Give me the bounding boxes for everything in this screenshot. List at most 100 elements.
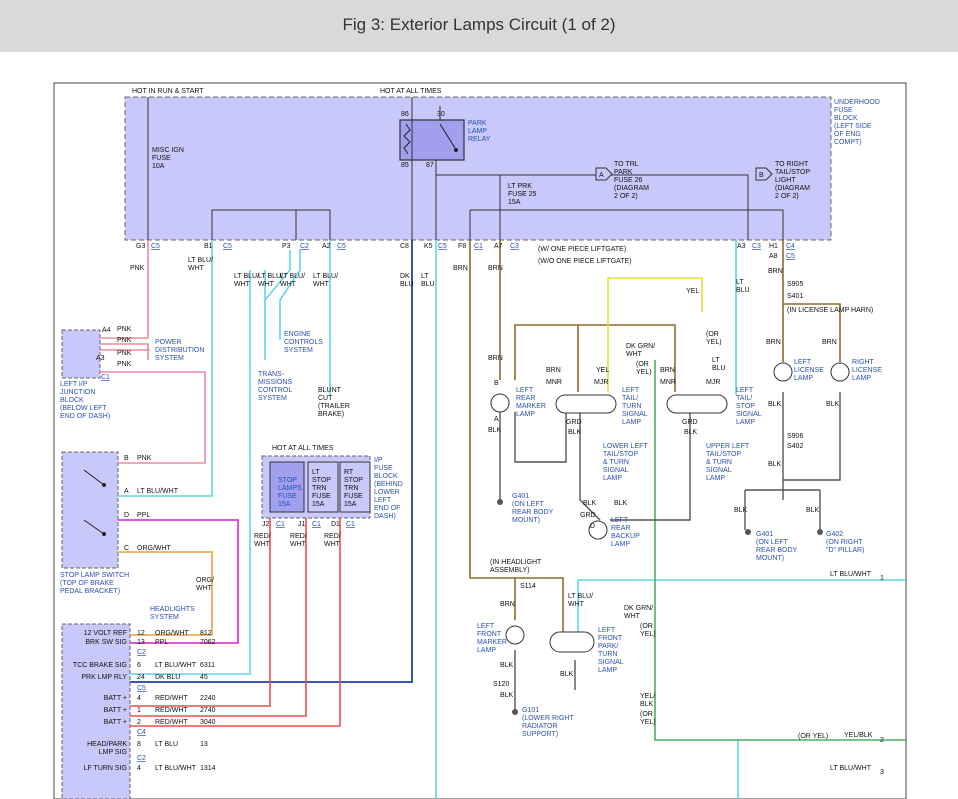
label-power-distribution: DISTRIBUTION xyxy=(155,347,204,354)
label-left-front-marker: LEFT xyxy=(477,623,495,630)
relay-pin-87: 87 xyxy=(426,162,434,169)
edge-arrow-2: 2 xyxy=(880,737,884,744)
pcm-row-wire: RED/WHT xyxy=(155,719,188,726)
pcm-row-wire: DK BLU xyxy=(155,674,180,681)
label-lt-stop-trn-fuse: STOP xyxy=(312,477,331,484)
label-to-right-tail: 2 OF 2) xyxy=(775,193,799,200)
label-to-trl-park: (DIAGRAM xyxy=(614,185,649,192)
label-right-license: LAMP xyxy=(852,375,871,382)
label-left-ip-junction: LEFT I/P xyxy=(60,381,88,388)
pcm-row-circuit: 1314 xyxy=(200,765,216,772)
wire-label-brn: BRN xyxy=(660,367,675,374)
wire-label-lt-blu-wht: LT BLU/ xyxy=(568,593,593,600)
label-hot-all-times: HOT AT ALL TIMES xyxy=(380,88,442,95)
label-left-rear-marker: LEFT xyxy=(516,387,534,394)
conn-h1: H1 xyxy=(769,243,778,250)
label-to-trl-park: PARK xyxy=(614,169,633,176)
ljb-pin-a3: A3 xyxy=(96,355,105,362)
label-g402: "D" PILLAR) xyxy=(826,547,864,554)
label-headlight-assembly: ASSEMBLY) xyxy=(490,567,530,574)
left-ip-junction-block xyxy=(61,329,101,379)
label-blunt-cut: BRAKE) xyxy=(318,411,344,418)
wire-label-lt-blu-wht: LT BLU/ xyxy=(188,257,213,264)
label-misc-ign-fuse: 10A xyxy=(152,163,165,170)
label-underhood-fuse-block: BLOCK xyxy=(834,115,858,122)
wire-label-yel-blk: YEL/ xyxy=(640,693,655,700)
ground-symbols xyxy=(497,499,823,715)
wire-label-brn: BRN xyxy=(500,601,515,608)
wire-label-lt-blu: BLU xyxy=(421,281,435,288)
wire-label-blk: BLK xyxy=(614,500,628,507)
label-left-rear-marker: MARKER xyxy=(516,403,546,410)
label-to-right-tail: (DIAGRAM xyxy=(775,185,810,192)
conn-p3: P3 xyxy=(282,243,291,250)
wire-label-blk: BLK xyxy=(560,671,574,678)
wire-label-blk: BLK xyxy=(500,692,514,699)
wire-label-brn: BRN xyxy=(453,265,468,272)
conn-c3: C3 xyxy=(510,243,519,250)
label-left-front-marker: LAMP xyxy=(477,647,496,654)
wire-label-yel-blk: BLK xyxy=(640,701,654,708)
wire-brn xyxy=(469,240,841,635)
wire-label-dk-grn-wht: DK GRN/ xyxy=(626,343,655,350)
wire-label-lt-blu-wht: WHT xyxy=(188,265,205,272)
label-lt-prk-fuse: FUSE 25 xyxy=(508,191,537,198)
label-lt-stop-trn-fuse: FUSE xyxy=(312,493,331,500)
wire-label-or-yel: YEL) xyxy=(640,719,656,726)
flag-b-label: B xyxy=(759,172,764,179)
wire-label-pnk: PNK xyxy=(117,337,132,344)
label-to-right-tail: TAIL/STOP xyxy=(775,169,810,176)
pcm-row-pin: 8 xyxy=(137,741,141,748)
switch-pin-d: D xyxy=(124,512,129,519)
ip-fuse-symbols xyxy=(269,461,371,513)
switch-pin-a: A xyxy=(124,488,129,495)
label-left-tail-turn: LAMP xyxy=(622,419,641,426)
label-blunt-cut: BLUNT xyxy=(318,387,342,394)
wire-label-blk: BLK xyxy=(583,500,597,507)
wire-label-blk: BLK xyxy=(768,461,782,468)
label-left-front-park: PARK/ xyxy=(598,643,619,650)
wire-label-mjr: MJR xyxy=(706,379,720,386)
label-headlights-system: HEADLIGHTS xyxy=(150,606,195,613)
wire-label-red-wht: WHT xyxy=(290,541,307,548)
label-left-tail-stop: LEFT xyxy=(736,387,754,394)
label-g401-right: REAR BODY xyxy=(756,547,798,554)
wire-label-lt-blu-wht: LT BLU/ xyxy=(234,273,259,280)
label-lower-left-tail: LOWER LEFT xyxy=(603,443,648,450)
label-rt-stop-trn-fuse: RT xyxy=(344,469,354,476)
label-ip-fuse-block: (BEHIND xyxy=(374,481,403,488)
pcm-row-circuit: 3040 xyxy=(200,719,216,726)
fuse-pin-d1: D1 xyxy=(331,521,340,528)
label-underhood-fuse-block: UNDERHOOD xyxy=(834,99,880,106)
label-rt-stop-trn-fuse: TRN xyxy=(344,485,358,492)
relay-pin-86: 86 xyxy=(401,111,409,118)
pin-b: B xyxy=(494,380,499,387)
wire-label-blk: BLK xyxy=(734,507,748,514)
label-transmission-control: SYSTEM xyxy=(258,395,287,402)
wire-label-lt-blu-wht: LT BLU/ xyxy=(258,273,283,280)
label-ip-fuse-block: BLOCK xyxy=(374,473,398,480)
pcm-row-wire: LT BLU/WHT xyxy=(155,662,197,669)
label-left-tail-turn: TURN xyxy=(622,403,641,410)
pcm-row-pin: 13 xyxy=(137,639,145,646)
label-park-lamp-relay: LAMP xyxy=(468,128,487,135)
label-left-rear-backup: LAMP xyxy=(611,541,630,548)
label-license-harn: (IN LICENSE LAMP HARN) xyxy=(787,307,873,314)
wire-label-brn: BRN xyxy=(768,268,783,275)
wire-label-grd: GRD xyxy=(566,419,582,426)
pcm-block xyxy=(61,623,131,799)
pcm-row-wire: RED/WHT xyxy=(155,707,188,714)
label-underhood-fuse-block: COMPT) xyxy=(834,139,862,146)
label-left-tail-stop: TAIL/ xyxy=(736,395,752,402)
label-left-rear-backup: BACKUP xyxy=(611,533,640,540)
pin-a: A xyxy=(494,416,499,423)
conn-a3: A3 xyxy=(737,243,746,250)
conn-c1: C1 xyxy=(474,243,483,250)
label-g101: G101 xyxy=(522,707,539,714)
wire-label-or-yel: (OR xyxy=(640,711,653,718)
wire-label-or-yel: (OR xyxy=(640,623,653,630)
label-stop-lamps-fuse: FUSE xyxy=(278,493,297,500)
label-upper-left-tail: LAMP xyxy=(706,475,725,482)
pcm-row-pin: 2 xyxy=(137,719,141,726)
